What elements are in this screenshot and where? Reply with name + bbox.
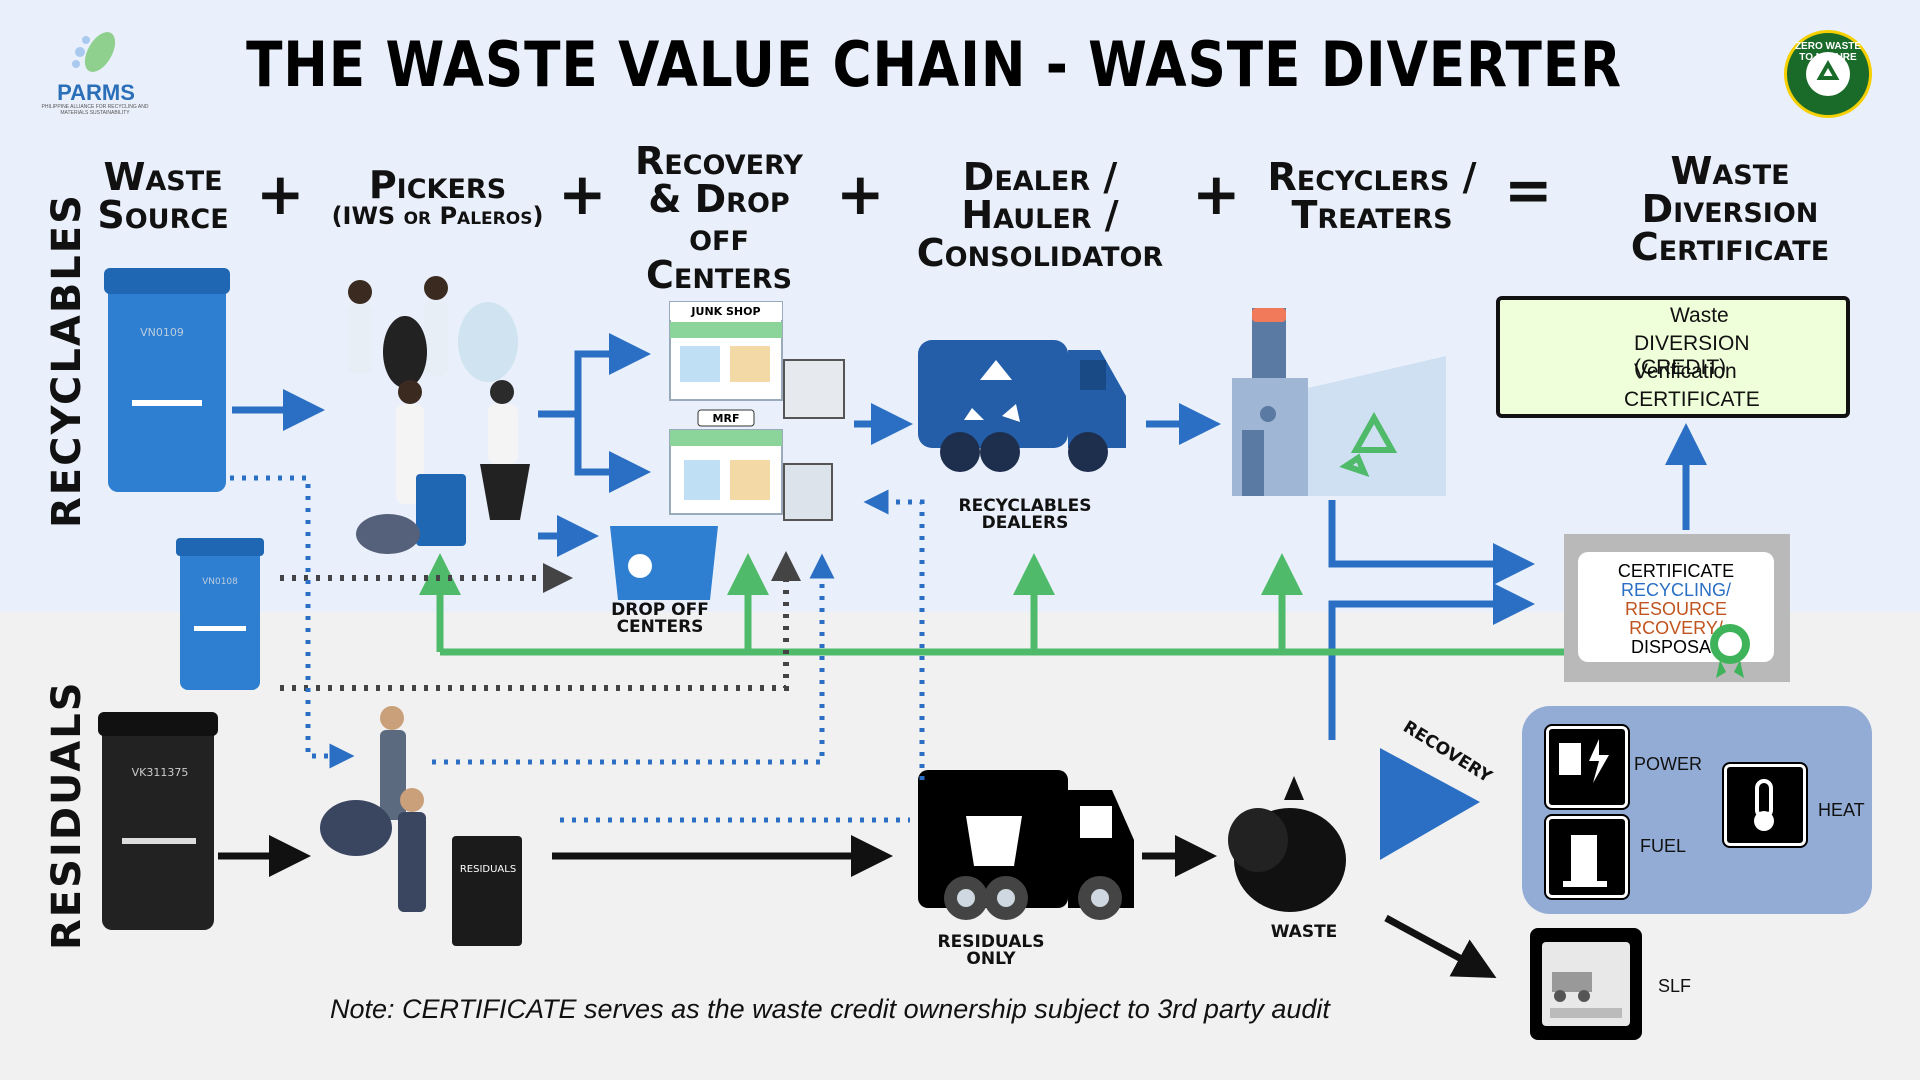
plus-sign-3: + [836, 160, 885, 228]
cert-line-4: CERTIFICATE [1624, 388, 1760, 411]
recycling-certificate-card: CERTIFICATE RECYCLING/ RESOURCE RCOVERY/… [1564, 534, 1790, 682]
black-bin-number: VK311375 [132, 766, 189, 779]
junk-shop-icon: JUNK SHOP [669, 301, 845, 419]
power-label: POWER [1634, 754, 1703, 774]
residuals-only-label: RESIDUALS ONLY [937, 932, 1045, 969]
residuals-workers-icon: RESIDUALS [320, 706, 522, 946]
recyclables-truck-icon [918, 340, 1126, 472]
slf-label: SLF [1658, 976, 1692, 996]
black-bin-icon: VK311375 [98, 712, 218, 930]
recyclables-dealers-label: RECYCLABLES DEALERS [958, 496, 1092, 533]
drop-off-bin-icon [610, 526, 718, 600]
footnote: Note: CERTIFICATE serves as the waste cr… [330, 994, 1330, 1024]
cert-line-2: DIVERSION (CREDIT) [1634, 332, 1750, 379]
equals-sign: = [1504, 156, 1553, 224]
stage-pickers: Pickers (IWS or Paleros) [331, 163, 544, 230]
heat-icon [1724, 764, 1806, 846]
recovery-arrow-icon [1380, 748, 1480, 860]
landfill-icon [1530, 928, 1642, 1040]
parms-logo-icon [58, 26, 130, 80]
badge-text: ZERO WASTE TO NATURE [1794, 41, 1862, 63]
stage-waste-source: Waste Source [97, 155, 229, 237]
fuel-label: FUEL [1640, 836, 1687, 856]
plus-sign-1: + [256, 160, 305, 228]
plus-sign-4: + [1192, 160, 1241, 228]
pickers-people-icon [348, 276, 530, 554]
parms-logo-text: PARMS [57, 80, 135, 105]
power-icon [1546, 726, 1628, 808]
small-cert-resource: RESOURCE [1624, 599, 1727, 619]
small-cert-title: CERTIFICATE [1617, 561, 1735, 581]
recycling-factory-icon [1232, 308, 1446, 496]
blue-bin-2-number: VN0108 [202, 577, 238, 587]
stage-dealer-hauler: Dealer / Hauler / Consolidator [916, 155, 1164, 275]
mrf-icon: MRF [669, 409, 833, 521]
zero-waste-badge-icon: ZERO WASTE TO NATURE [1784, 30, 1872, 118]
blue-bin-large-icon: VN0109 [104, 268, 230, 492]
small-cert-disposal: DISPOSAL [1630, 637, 1722, 657]
blue-bin-1-number: VN0109 [140, 326, 184, 339]
waste-diversion-certificate: Waste DIVERSION (CREDIT) Verification CE… [1496, 296, 1850, 418]
mrf-label: MRF [713, 412, 740, 425]
fuel-icon [1546, 816, 1628, 898]
drop-off-centers-label: DROP OFF CENTERS [611, 600, 709, 637]
stage-waste-diversion-certificate: Waste Diversion Certificate [1630, 149, 1830, 269]
waste-bag-icon [1228, 776, 1346, 912]
blue-bin-small-icon: VN0108 [176, 538, 264, 690]
residuals-bin-label: RESIDUALS [460, 864, 516, 875]
cert-line-3: Verification [1634, 360, 1737, 383]
small-cert-recycling: RECYCLING/ [1620, 580, 1732, 600]
small-cert-recovery: RCOVERY/ [1629, 618, 1723, 638]
heat-label: HEAT [1818, 800, 1865, 820]
waste-label: WASTE [1270, 922, 1338, 942]
junk-shop-label: JUNK SHOP [690, 305, 760, 318]
plus-sign-2: + [558, 160, 607, 228]
seal-icon [1710, 624, 1750, 678]
page-title: THE WASTE VALUE CHAIN - WASTE DIVERTER [246, 28, 1622, 101]
stage-recovery-drop-off: Recovery & Drop off Centers [635, 139, 803, 297]
cert-line-1: Waste [1670, 304, 1729, 327]
parms-logo-tagline: PHILIPPINE ALLIANCE FOR RECYCLING AND MA… [41, 104, 149, 116]
residuals-truck-icon [918, 770, 1134, 920]
stage-recyclers: Recyclers / Treaters [1267, 155, 1477, 237]
energy-recovery-panel: POWER HEAT FUEL [1522, 706, 1872, 914]
